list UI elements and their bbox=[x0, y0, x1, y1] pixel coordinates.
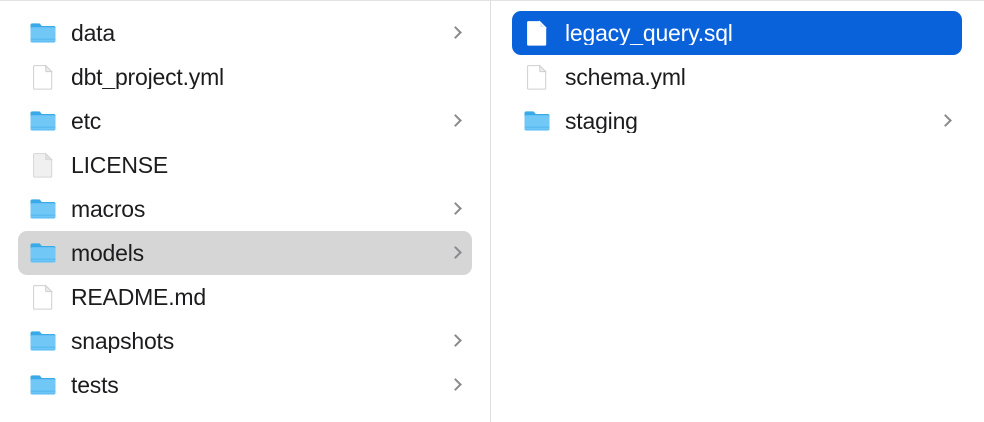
chevron-right-icon[interactable] bbox=[450, 244, 462, 262]
chevron-right-icon[interactable] bbox=[450, 112, 462, 130]
file-row[interactable]: README.md bbox=[18, 275, 472, 319]
row-label: staging bbox=[565, 109, 638, 133]
document-icon bbox=[523, 64, 551, 90]
row-label: legacy_query.sql bbox=[565, 21, 733, 45]
file-row[interactable]: LICENSE bbox=[18, 143, 472, 187]
folder-icon bbox=[29, 328, 57, 354]
row-label: macros bbox=[71, 197, 146, 221]
row-label: tests bbox=[71, 373, 119, 397]
row-label: dbt_project.yml bbox=[71, 65, 224, 89]
chevron-right-icon[interactable] bbox=[450, 376, 462, 394]
chevron-right-icon[interactable] bbox=[450, 200, 462, 218]
row-label: data bbox=[71, 21, 115, 45]
folder-row[interactable]: macros bbox=[18, 187, 472, 231]
folder-icon bbox=[29, 196, 57, 222]
file-row[interactable]: dbt_project.yml bbox=[18, 55, 472, 99]
row-label: models bbox=[71, 241, 144, 265]
chevron-right-icon[interactable] bbox=[940, 112, 952, 130]
document-icon bbox=[29, 284, 57, 310]
chevron-right-icon[interactable] bbox=[450, 332, 462, 350]
column-divider[interactable] bbox=[490, 1, 491, 422]
document-icon bbox=[29, 64, 57, 90]
folder-row[interactable]: tests bbox=[18, 363, 472, 407]
folder-icon bbox=[523, 108, 551, 134]
row-label: schema.yml bbox=[565, 65, 686, 89]
row-label: snapshots bbox=[71, 329, 175, 353]
row-label: LICENSE bbox=[71, 153, 169, 177]
folder-row[interactable]: data bbox=[18, 11, 472, 55]
folder-icon bbox=[29, 240, 57, 266]
folder-row[interactable]: snapshots bbox=[18, 319, 472, 363]
folder-row[interactable]: models bbox=[18, 231, 472, 275]
folder-row[interactable]: staging bbox=[512, 99, 962, 143]
folder-icon bbox=[29, 20, 57, 46]
document-icon bbox=[523, 20, 551, 46]
finder-column-models[interactable]: legacy_query.sql schema.yml staging bbox=[491, 1, 984, 422]
folder-icon bbox=[29, 372, 57, 398]
file-row[interactable]: legacy_query.sql bbox=[512, 11, 962, 55]
generic-document-icon bbox=[29, 152, 57, 178]
folder-row[interactable]: etc bbox=[18, 99, 472, 143]
chevron-right-icon[interactable] bbox=[450, 24, 462, 42]
row-label: README.md bbox=[71, 285, 206, 309]
folder-icon bbox=[29, 108, 57, 134]
row-label: etc bbox=[71, 109, 102, 133]
file-row[interactable]: schema.yml bbox=[512, 55, 962, 99]
